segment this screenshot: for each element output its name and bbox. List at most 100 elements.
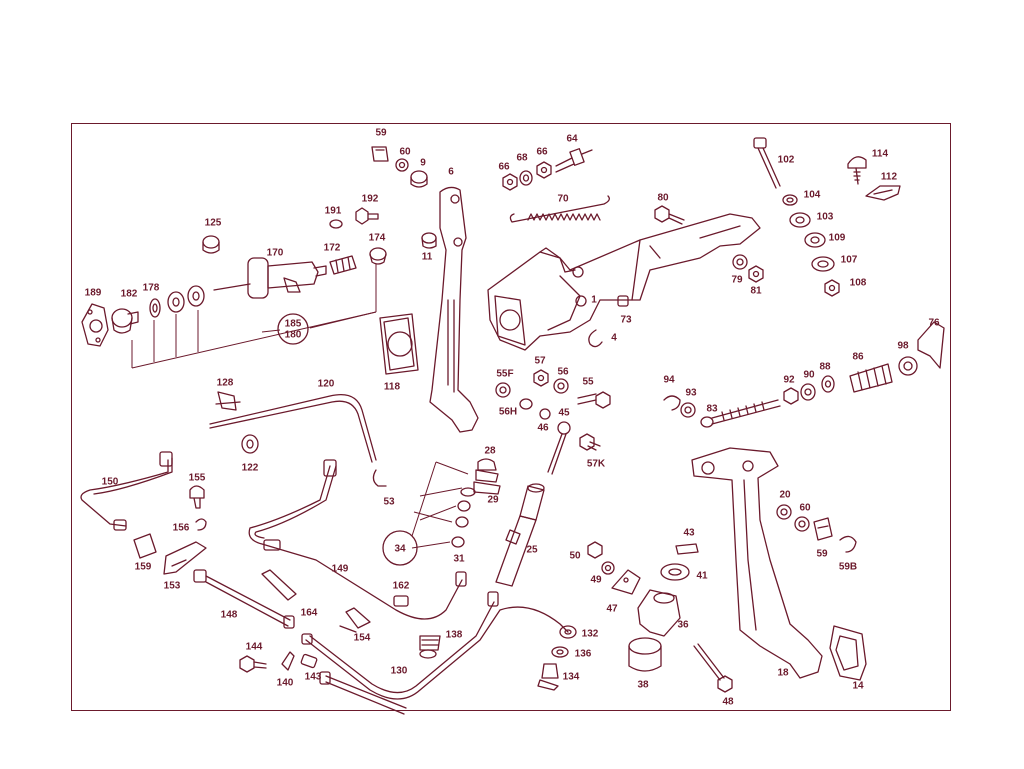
callout-66-b: 66 [536,147,548,158]
callout-4: 4 [611,333,617,344]
callout-66-a: 66 [498,162,510,173]
callout-164: 164 [301,608,318,619]
callout-109: 109 [829,233,846,244]
part-120-hydraulic-line [209,393,377,463]
part-14-pedal-pad [829,625,867,681]
callout-182: 182 [121,289,138,300]
part-25-slave-cylinder [495,483,545,587]
part-55F-nut [495,382,511,398]
part-94-clip [663,395,681,411]
callout-93: 93 [685,388,697,399]
part-90-nut [800,383,816,401]
callout-148: 148 [221,610,238,621]
part-43-clip [675,543,699,555]
callout-120: 120 [318,379,335,390]
callout-118: 118 [384,382,401,393]
callout-53: 53 [383,497,395,508]
part-143-line [319,671,407,715]
part-60-washer [395,158,409,172]
callout-122: 122 [242,463,259,474]
callout-18: 18 [777,668,789,679]
part-108-nut [824,279,840,297]
callout-155: 155 [189,473,206,484]
diagram-frame [71,123,951,711]
callout-162: 162 [393,581,410,592]
callout-172: 172 [324,243,341,254]
callout-112: 112 [881,172,898,183]
part-88-washer [821,375,835,393]
callout-178: 178 [143,283,160,294]
callout-28: 28 [484,446,496,457]
part-81-nut [748,265,764,283]
part-128-clip [215,391,241,411]
part-114-screw [847,156,867,185]
part-122-grommet [241,434,259,454]
part-20-bushing [776,504,792,520]
callout-73: 73 [620,315,632,326]
part-70-return-spring [509,195,610,223]
callout-128: 128 [217,378,234,389]
callout-49: 49 [590,575,602,586]
callout-81: 81 [750,286,762,297]
callout-14: 14 [852,681,864,692]
callout-83: 83 [706,404,718,415]
part-64-bolt [555,148,593,173]
callout-60-b: 60 [799,503,811,514]
part-143-sleeve [300,653,318,669]
part-18-brake-pedal [691,447,823,679]
callout-43: 43 [683,528,695,539]
callout-159: 159 [135,562,152,573]
callout-79: 79 [731,275,743,286]
callout-189: 189 [85,288,102,299]
part-6-clutch-pedal [429,186,479,433]
part-59B-clip [839,535,857,553]
callout-59B: 59B [839,562,857,573]
part-170-master-cylinder [213,257,327,299]
callout-59-top: 59 [375,128,387,139]
callout-1: 1 [591,295,597,306]
part-48-bolt [693,643,733,693]
callout-45: 45 [558,408,570,419]
part-140-clip [281,651,295,671]
part-132-banjo [559,625,577,639]
part-53-clip [372,469,387,487]
part-86-boot [849,363,893,393]
part-76-bracket [917,321,945,369]
part-153-bracket [163,541,207,575]
part-66-nut-a [502,173,518,191]
callout-130: 130 [391,666,408,677]
part-185-180-seal-a [167,291,185,313]
callout-140: 140 [277,678,294,689]
callout-94: 94 [663,375,675,386]
part-68-washer [519,170,533,186]
part-73-bushing [617,295,629,307]
part-164-sleeve [261,569,297,601]
callout-68: 68 [516,153,528,164]
part-57K-bolt [579,433,601,451]
part-178-seal [149,298,161,318]
part-156-clip [195,518,207,531]
callout-60-top: 60 [399,147,411,158]
part-28-boot [473,458,501,495]
part-80-bolt [654,205,685,225]
callout-38: 38 [637,680,649,691]
part-130-line [301,591,569,700]
callout-191: 191 [325,206,342,217]
callout-154: 154 [354,633,371,644]
part-59-clip [371,146,389,162]
part-154-clip [339,607,371,633]
part-159-bracket [133,533,157,559]
callout-20: 20 [779,490,791,501]
part-109-bushing [804,232,826,248]
part-60-washer-b [794,516,810,532]
callout-29: 29 [487,495,499,506]
part-107-washer [811,256,835,272]
part-83-push-rod [700,399,781,428]
part-150-line [80,451,173,531]
part-79-washer [732,254,748,270]
callout-55F: 55F [496,369,513,380]
callout-132: 132 [582,629,599,640]
part-66-nut-b [536,161,552,179]
callout-11: 11 [422,252,433,263]
callout-25: 25 [526,545,538,556]
